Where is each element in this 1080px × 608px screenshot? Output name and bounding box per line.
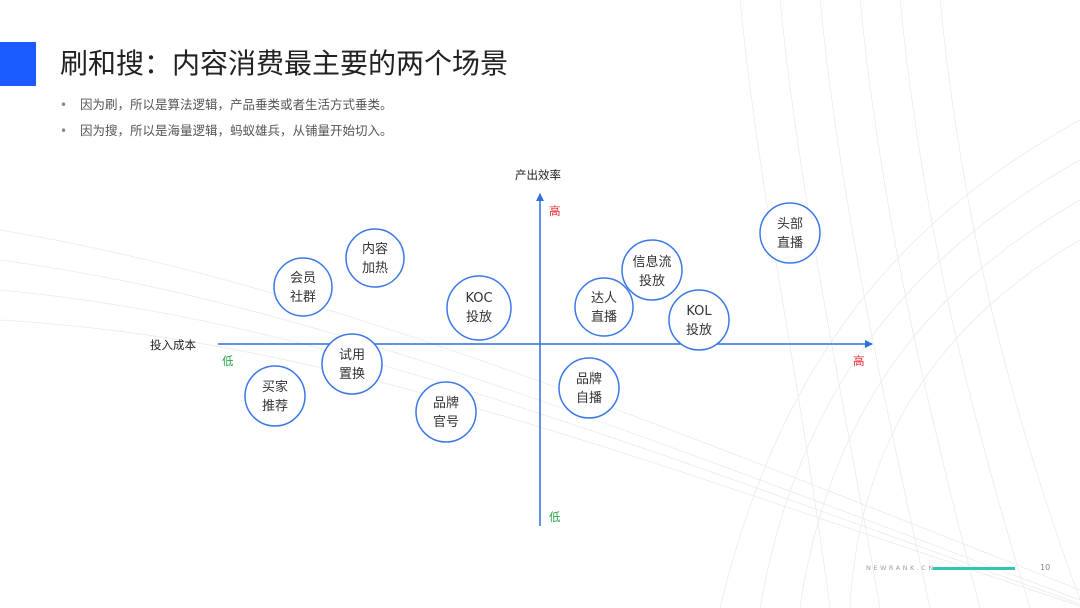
node-label: 品牌 — [433, 395, 459, 411]
bullet-item: • 因为搜，所以是海量逻辑，蚂蚁雄兵，从铺量开始切入。 — [60, 122, 393, 148]
node-kol-placement: KOL 投放 — [668, 289, 730, 351]
node-label: 买家 — [262, 379, 288, 395]
node-label: 达人 — [591, 291, 617, 306]
bullet-text: 因为刷，所以是算法逻辑，产品垂类或者生活方式垂类。 — [80, 97, 393, 112]
x-axis-title: 投入成本 — [150, 338, 196, 352]
node-label: 头部 — [777, 217, 803, 232]
node-buyer-recommend: 买家 推荐 — [244, 365, 306, 427]
x-axis-low-label: 低 — [222, 354, 234, 368]
node-label: KOL — [686, 304, 712, 319]
node-label: 内容 — [362, 241, 388, 257]
node-label: 推荐 — [262, 399, 288, 414]
y-axis-high-label: 高 — [549, 204, 561, 218]
footer-brand: NEWRANK.CN — [866, 564, 936, 572]
node-top-live: 头部 直播 — [759, 202, 821, 264]
bullet-text: 因为搜，所以是海量逻辑，蚂蚁雄兵，从铺量开始切入。 — [80, 123, 393, 138]
node-label: 官号 — [433, 414, 459, 430]
node-label: 投放 — [686, 322, 712, 338]
node-brand-self-live: 品牌 自播 — [558, 357, 620, 419]
node-label: 直播 — [591, 310, 617, 325]
page-title: 刷和搜：内容消费最主要的两个场景 — [60, 47, 509, 80]
node-label: 品牌 — [576, 371, 602, 387]
node-koc-placement: KOC 投放 — [446, 275, 512, 341]
title-accent-bar — [0, 42, 36, 86]
node-feed-ads: 信息流 投放 — [621, 239, 683, 301]
node-label: 自播 — [576, 391, 602, 406]
bullet-dot-icon: • — [60, 124, 68, 138]
node-label: 投放 — [466, 309, 492, 325]
node-label: 社群 — [290, 289, 316, 305]
y-axis-low-label: 低 — [549, 510, 561, 524]
node-member-community: 会员 社群 — [273, 257, 333, 317]
page-number: 10 — [1040, 563, 1051, 572]
node-label: 直播 — [777, 236, 803, 251]
bullet-item: • 因为刷，所以是算法逻辑，产品垂类或者生活方式垂类。 — [60, 96, 393, 122]
node-label: 加热 — [362, 261, 388, 276]
node-label: KOC — [465, 291, 492, 306]
node-label: 信息流 — [632, 254, 671, 270]
y-axis-title: 产出效率 — [515, 168, 561, 182]
x-axis-high-label: 高 — [853, 354, 865, 368]
footer-accent-line — [933, 567, 1015, 570]
node-label: 投放 — [639, 273, 665, 289]
node-trial-exchange: 试用 置换 — [321, 333, 383, 395]
node-content-boost: 内容 加热 — [345, 228, 405, 288]
node-label: 置换 — [339, 367, 365, 382]
node-influencer-live: 达人 直播 — [574, 277, 634, 337]
bullet-list: • 因为刷，所以是算法逻辑，产品垂类或者生活方式垂类。 • 因为搜，所以是海量逻辑，… — [60, 96, 393, 148]
node-label: 会员 — [290, 271, 316, 286]
node-brand-official-account: 品牌 官号 — [415, 381, 477, 443]
bullet-dot-icon: • — [60, 98, 68, 112]
node-label: 试用 — [339, 348, 365, 363]
